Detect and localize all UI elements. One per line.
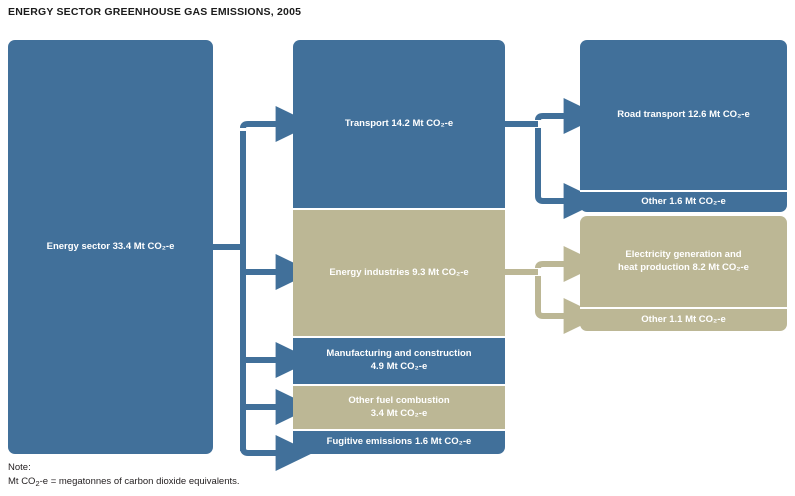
node-electricity-line2: heat production 8.2 Mt CO₂-e xyxy=(618,261,749,273)
connector-to-road-transport xyxy=(535,98,601,134)
node-other-fuel-line1: Other fuel combustion xyxy=(348,394,450,406)
node-manufacturing-line2: 4.9 Mt CO₂-e xyxy=(370,361,428,372)
connector-to-energy-industries-other xyxy=(535,276,601,334)
node-energy-industries-label: Energy industries 9.3 Mt CO₂-e xyxy=(329,266,469,278)
footnote-label: Note: xyxy=(8,462,31,473)
flow-diagram: Energy sector 33.4 Mt CO₂-e Transport 14… xyxy=(0,26,795,471)
node-road-transport[interactable]: Road transport 12.6 Mt CO₂-e xyxy=(580,40,787,190)
node-fugitive-label: Fugitive emissions 1.6 Mt CO₂-e xyxy=(326,436,472,448)
node-energy-industries[interactable]: Energy industries 9.3 Mt CO₂-e xyxy=(293,208,505,336)
node-other-fuel-line2: 3.4 Mt CO₂-e xyxy=(370,407,428,419)
footnote: Note: Mt CO2-e = megatonnes of carbon di… xyxy=(8,461,240,489)
footnote-text-pre: Mt CO xyxy=(8,475,36,487)
footnote-subscript: 2 xyxy=(35,478,40,488)
connector-to-transport-other xyxy=(535,128,601,219)
connector-sector-to-subsectors xyxy=(213,106,313,471)
connector-to-electricity-heat xyxy=(535,246,601,282)
node-energy-sector[interactable]: Energy sector 33.4 Mt CO₂-e xyxy=(8,40,213,454)
node-manufacturing-construction[interactable]: Manufacturing and construction 4.9 Mt CO… xyxy=(293,336,505,384)
node-electricity-heat-production[interactable]: Electricity generation and heat producti… xyxy=(580,216,787,307)
node-transport-other[interactable]: Other 1.6 Mt CO₂-e xyxy=(580,190,787,212)
node-manufacturing-line1: Manufacturing and construction xyxy=(326,348,472,360)
page-title: ENERGY SECTOR GREENHOUSE GAS EMISSIONS, … xyxy=(8,6,302,18)
footnote-text: Mt CO2-e = megatonnes of carbon dioxide … xyxy=(8,475,240,489)
node-fugitive-emissions[interactable]: Fugitive emissions 1.6 Mt CO₂-e xyxy=(293,429,505,454)
connector-energy-industries-split xyxy=(505,246,601,334)
connector-to-fugitive xyxy=(240,435,313,471)
node-energy-industries-other[interactable]: Other 1.1 Mt CO₂-e xyxy=(580,307,787,331)
node-energy-sector-label: Energy sector 33.4 Mt CO₂-e xyxy=(46,240,175,252)
connector-layer xyxy=(213,98,601,471)
node-other-fuel-combustion[interactable]: Other fuel combustion 3.4 Mt CO₂-e xyxy=(293,384,505,429)
footnote-text-post: -e = megatonnes of carbon dioxide equiva… xyxy=(39,475,240,487)
node-electricity-line1: Electricity generation and xyxy=(625,248,742,260)
node-energy-industries-other-label: Other 1.1 Mt CO₂-e xyxy=(641,313,726,325)
connector-transport-split xyxy=(505,98,601,219)
connector-to-transport xyxy=(240,106,313,142)
node-transport-label: Transport 14.2 Mt CO₂-e xyxy=(344,117,454,129)
node-transport[interactable]: Transport 14.2 Mt CO₂-e xyxy=(293,40,505,208)
node-road-transport-label: Road transport 12.6 Mt CO₂-e xyxy=(617,108,750,120)
node-transport-other-label: Other 1.6 Mt CO₂-e xyxy=(641,195,726,207)
